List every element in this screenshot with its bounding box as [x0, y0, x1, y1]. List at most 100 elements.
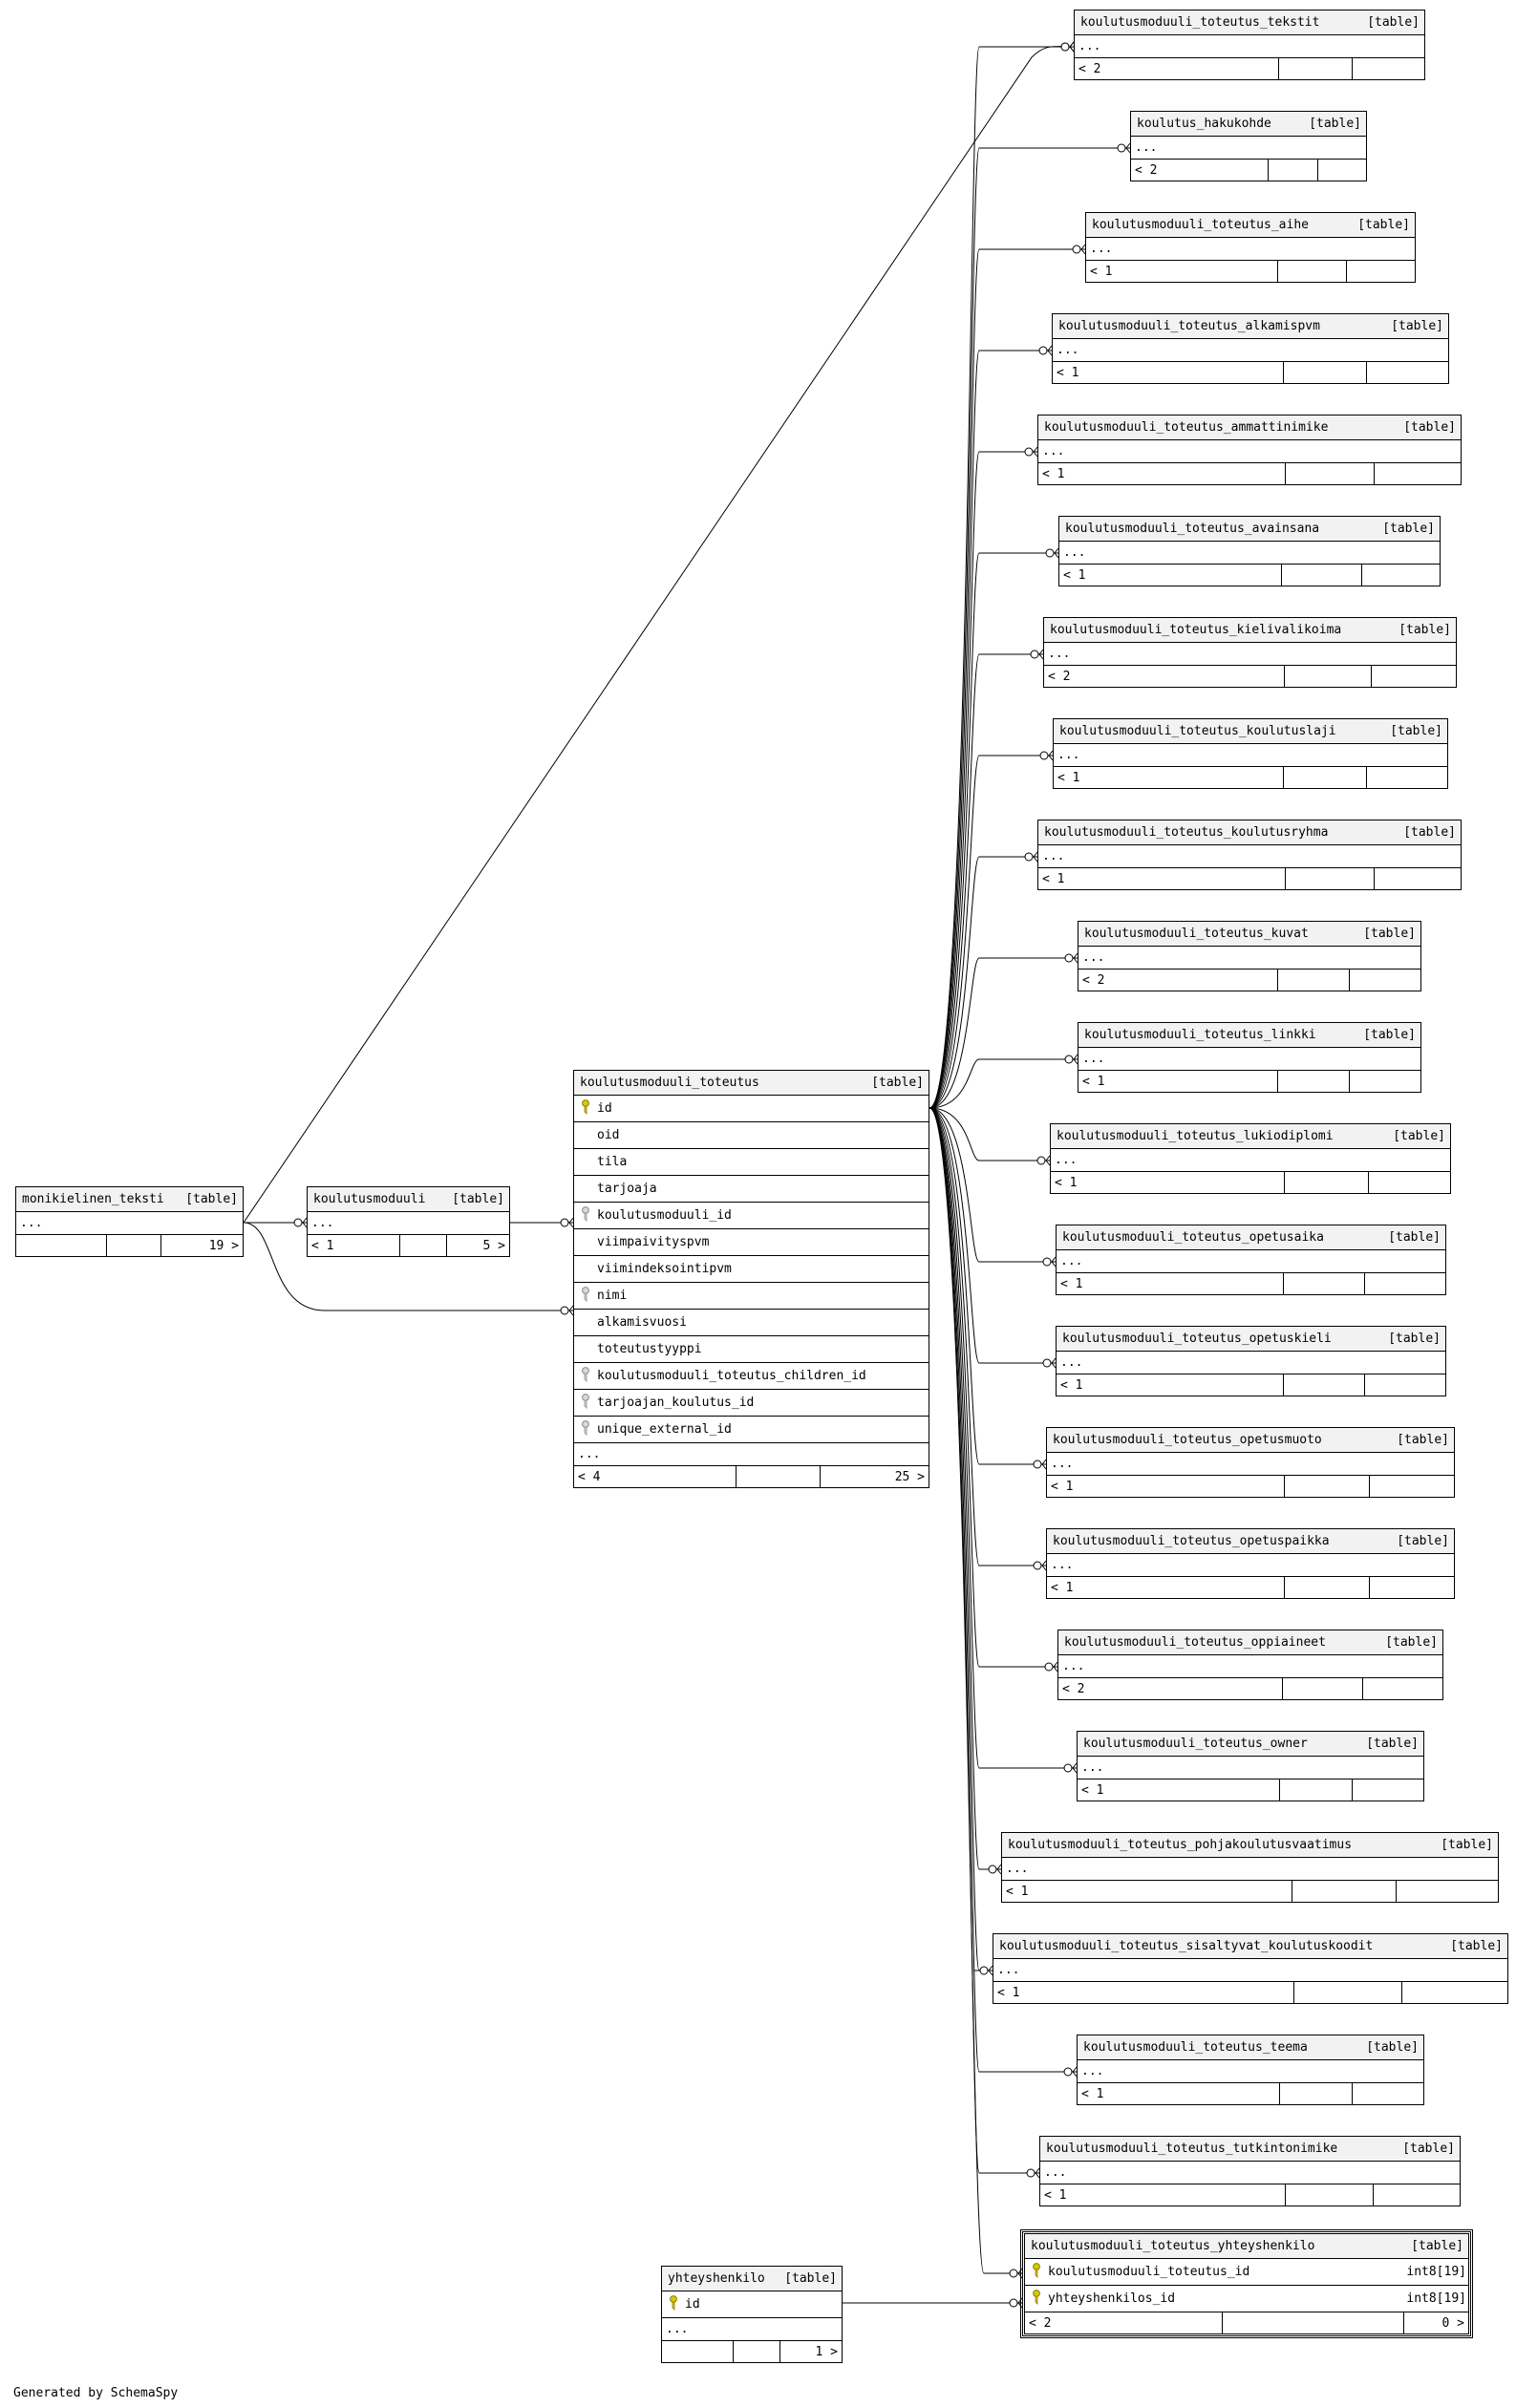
parents-count[interactable]: < 1 — [1002, 1881, 1292, 1902]
table-t-koulutusryhma[interactable]: koulutusmoduuli_toteutus_koulutusryhma[t… — [1037, 820, 1462, 890]
table-header[interactable]: koulutusmoduuli_toteutus_opetusmuoto[tab… — [1047, 1428, 1454, 1453]
table-header[interactable]: koulutusmoduuli_toteutus_koulutuslaji[ta… — [1054, 719, 1447, 744]
table-t-owner[interactable]: koulutusmoduuli_toteutus_owner[table]...… — [1077, 1731, 1424, 1801]
table-header[interactable]: koulutusmoduuli_toteutus_ammattinimike[t… — [1038, 416, 1461, 440]
more-columns-ellipsis[interactable]: ... — [1078, 1757, 1423, 1779]
table-t-kielivalikoima[interactable]: koulutusmoduuli_toteutus_kielivalikoima[… — [1043, 617, 1457, 688]
table-t-pohjakoulutusvaatimus[interactable]: koulutusmoduuli_toteutus_pohjakoulutusva… — [1001, 1832, 1499, 1903]
more-columns-ellipsis[interactable]: ... — [1040, 2162, 1460, 2184]
children-count[interactable]: 0 > — [1441, 2315, 1464, 2331]
table-header[interactable]: koulutusmoduuli_toteutus_yhteyshenkilo[t… — [1025, 2234, 1468, 2259]
column-row[interactable]: oid — [574, 1122, 929, 1149]
parents-count[interactable]: < 2 — [1058, 1678, 1283, 1699]
table-monikielinen-teksti[interactable]: monikielinen_teksti[table]...19 > — [15, 1186, 244, 1257]
column-row[interactable]: unique_external_id — [574, 1417, 929, 1443]
table-header[interactable]: koulutusmoduuli_toteutus_alkamispvm[tabl… — [1053, 314, 1448, 339]
table-header[interactable]: koulutusmoduuli[table] — [308, 1187, 509, 1212]
table-header[interactable]: koulutusmoduuli_toteutus_opetusaika[tabl… — [1057, 1225, 1445, 1250]
table-header[interactable]: koulutusmoduuli_toteutus_kielivalikoima[… — [1044, 618, 1456, 643]
parents-count[interactable]: < 1 — [308, 1235, 401, 1256]
more-columns-ellipsis[interactable]: ... — [993, 1959, 1507, 1982]
more-columns-ellipsis[interactable]: ... — [1086, 238, 1415, 261]
parents-count[interactable]: < 1 — [1051, 1172, 1285, 1193]
table-t-opetusaika[interactable]: koulutusmoduuli_toteutus_opetusaika[tabl… — [1056, 1225, 1446, 1295]
table-t-tutkintonimike[interactable]: koulutusmoduuli_toteutus_tutkintonimike[… — [1039, 2136, 1461, 2206]
parents-count[interactable]: < 2 — [1025, 2312, 1224, 2333]
parents-count[interactable]: < 1 — [1054, 767, 1284, 788]
more-columns-ellipsis[interactable]: ... — [1038, 440, 1461, 463]
more-columns-ellipsis[interactable]: ... — [1078, 2060, 1423, 2083]
parents-count[interactable]: < 2 — [1075, 58, 1279, 79]
more-columns-ellipsis[interactable]: ... — [1051, 1149, 1450, 1172]
table-t-oppiaineet[interactable]: koulutusmoduuli_toteutus_oppiaineet[tabl… — [1057, 1630, 1443, 1700]
more-columns-ellipsis[interactable]: ... — [1059, 542, 1440, 565]
more-columns-ellipsis[interactable]: ... — [1078, 947, 1420, 970]
parents-count[interactable]: < 1 — [1047, 1577, 1285, 1598]
parents-count[interactable]: < 1 — [1078, 2083, 1280, 2104]
parents-count[interactable]: < 1 — [1040, 2184, 1286, 2206]
more-columns-ellipsis[interactable]: ... — [1002, 1858, 1498, 1881]
table-t-linkki[interactable]: koulutusmoduuli_toteutus_linkki[table]..… — [1078, 1022, 1421, 1093]
children-count[interactable]: 19 > — [208, 1238, 239, 1253]
children-count[interactable]: 25 > — [894, 1469, 925, 1484]
table-header[interactable]: koulutusmoduuli_toteutus_oppiaineet[tabl… — [1058, 1630, 1442, 1655]
column-row[interactable]: koulutusmoduuli_toteutus_children_id — [574, 1363, 929, 1390]
parents-count[interactable]: < 1 — [1059, 565, 1282, 586]
table-t-hakukohde[interactable]: koulutus_hakukohde[table]...< 2 — [1130, 111, 1367, 181]
table-header[interactable]: koulutusmoduuli_toteutus_aihe[table] — [1086, 213, 1415, 238]
table-header[interactable]: koulutusmoduuli_toteutus_sisaltyvat_koul… — [993, 1934, 1507, 1959]
more-columns-ellipsis[interactable]: ... — [1038, 845, 1461, 868]
more-columns-ellipsis[interactable]: ... — [1131, 137, 1366, 160]
column-row[interactable]: viimindeksointipvm — [574, 1256, 929, 1283]
table-t-tekstit[interactable]: koulutusmoduuli_toteutus_tekstit[table].… — [1074, 10, 1425, 80]
column-row[interactable]: alkamisvuosi — [574, 1310, 929, 1336]
more-columns-ellipsis[interactable]: ... — [308, 1212, 509, 1235]
parents-count[interactable]: < 2 — [1131, 160, 1269, 181]
column-row[interactable]: tarjoajan_koulutus_id — [574, 1390, 929, 1417]
more-columns-ellipsis[interactable]: ... — [574, 1443, 929, 1466]
parents-count[interactable]: < 1 — [1053, 362, 1284, 383]
more-columns-ellipsis[interactable]: ... — [1047, 1554, 1454, 1577]
children-count[interactable]: 1 > — [815, 2344, 839, 2359]
table-t-opetuskieli[interactable]: koulutusmoduuli_toteutus_opetuskieli[tab… — [1056, 1326, 1446, 1396]
more-columns-ellipsis[interactable]: ... — [1058, 1655, 1442, 1678]
table-header[interactable]: koulutusmoduuli_toteutus_opetuspaikka[ta… — [1047, 1529, 1454, 1554]
column-row[interactable]: nimi — [574, 1283, 929, 1310]
more-columns-ellipsis[interactable]: ... — [1075, 35, 1424, 58]
parents-count[interactable]: < 1 — [1057, 1273, 1284, 1294]
table-t-aihe[interactable]: koulutusmoduuli_toteutus_aihe[table]...<… — [1085, 212, 1416, 283]
table-t-koulutuslaji[interactable]: koulutusmoduuli_toteutus_koulutuslaji[ta… — [1053, 718, 1448, 789]
table-t-sisaltyvat[interactable]: koulutusmoduuli_toteutus_sisaltyvat_koul… — [993, 1933, 1508, 2004]
column-row[interactable]: id — [662, 2291, 842, 2318]
more-columns-ellipsis[interactable]: ... — [1044, 643, 1456, 666]
parents-count[interactable]: < 1 — [1078, 1071, 1278, 1092]
table-header[interactable]: koulutusmoduuli_toteutus[table] — [574, 1071, 929, 1096]
more-columns-ellipsis[interactable]: ... — [1057, 1250, 1445, 1273]
parents-count[interactable]: < 1 — [1038, 868, 1286, 889]
column-row[interactable]: toteutustyyppi — [574, 1336, 929, 1363]
table-header[interactable]: koulutus_hakukohde[table] — [1131, 112, 1366, 137]
table-header[interactable]: koulutusmoduuli_toteutus_kuvat[table] — [1078, 922, 1420, 947]
column-row[interactable]: tarjoaja — [574, 1176, 929, 1203]
parents-count[interactable]: < 2 — [1078, 970, 1278, 991]
table-t-ammattinimike[interactable]: koulutusmoduuli_toteutus_ammattinimike[t… — [1037, 415, 1462, 485]
table-t-opetusmuoto[interactable]: koulutusmoduuli_toteutus_opetusmuoto[tab… — [1046, 1427, 1455, 1498]
table-header[interactable]: monikielinen_teksti[table] — [16, 1187, 243, 1212]
parents-count[interactable]: < 2 — [1044, 666, 1285, 687]
parents-count[interactable]: < 1 — [1078, 1779, 1280, 1801]
parents-count[interactable]: < 1 — [1057, 1374, 1284, 1396]
parents-count[interactable]: < 1 — [1038, 463, 1286, 484]
parents-count[interactable]: < 4 — [574, 1466, 737, 1487]
table-header[interactable]: koulutusmoduuli_toteutus_avainsana[table… — [1059, 517, 1440, 542]
table-header[interactable]: koulutusmoduuli_toteutus_linkki[table] — [1078, 1023, 1420, 1048]
table-t-lukiodiplomi[interactable]: koulutusmoduuli_toteutus_lukiodiplomi[ta… — [1050, 1123, 1451, 1194]
column-row[interactable]: id — [574, 1096, 929, 1122]
table-yhteyshenkilo[interactable]: yhteyshenkilo[table]id... 1 > — [661, 2266, 843, 2363]
table-header[interactable]: koulutusmoduuli_toteutus_opetuskieli[tab… — [1057, 1327, 1445, 1352]
more-columns-ellipsis[interactable]: ... — [662, 2318, 842, 2341]
parents-count[interactable]: < 1 — [993, 1982, 1294, 2003]
more-columns-ellipsis[interactable]: ... — [1054, 744, 1447, 767]
table-header[interactable]: yhteyshenkilo[table] — [662, 2267, 842, 2291]
